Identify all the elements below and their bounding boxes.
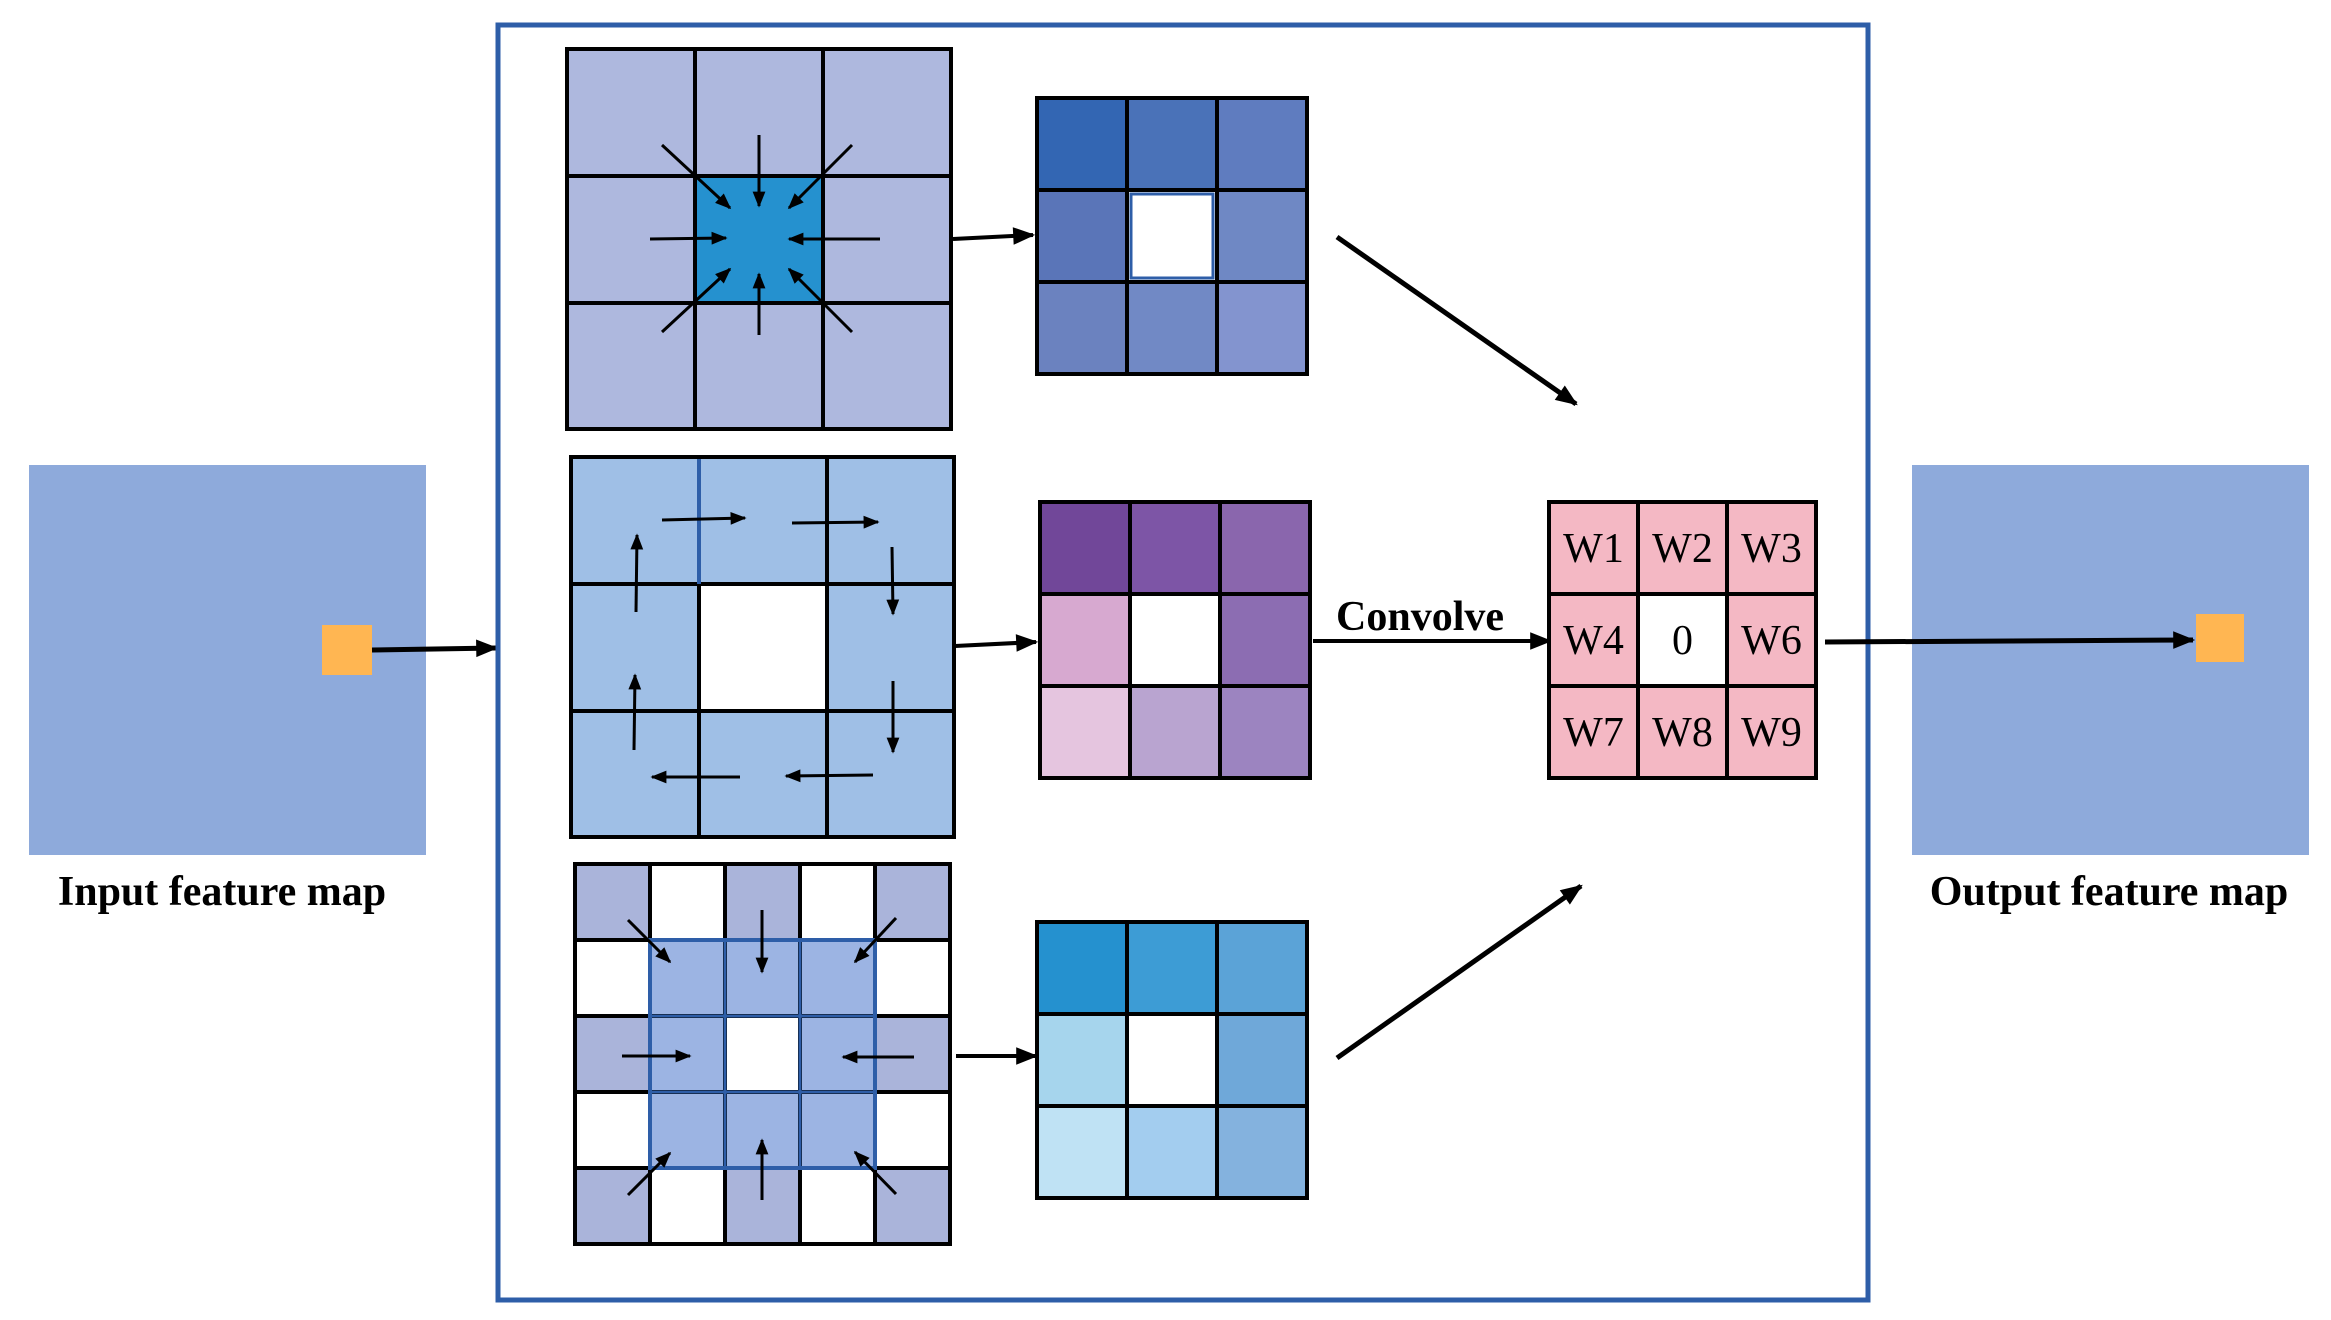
grid3-cell bbox=[798, 1090, 877, 1170]
out3-cell bbox=[1035, 1012, 1129, 1108]
output-selected-pixel bbox=[2196, 614, 2244, 662]
sampled-values-2 bbox=[1038, 500, 1312, 780]
out2-cell bbox=[1038, 592, 1132, 688]
out3-cell bbox=[1035, 1104, 1129, 1200]
sampled-values-3 bbox=[1035, 920, 1309, 1200]
grid3-cell bbox=[573, 938, 652, 1018]
grid2-to-output2-arrow bbox=[954, 634, 1039, 652]
grid3-cell bbox=[798, 1166, 877, 1246]
out2-cell bbox=[1218, 592, 1312, 688]
kernel-weight-label: W3 bbox=[1741, 526, 1802, 572]
out1-cell bbox=[1125, 280, 1219, 376]
kernel-weight-label: W1 bbox=[1563, 526, 1624, 572]
out3-cell bbox=[1125, 920, 1219, 1016]
output-feature-map-label: Output feature map bbox=[1930, 869, 2289, 915]
kernel-weight-label: W6 bbox=[1741, 618, 1802, 664]
bottom-to-kernel-arrow bbox=[1335, 883, 1583, 1061]
out1-center-outline bbox=[1129, 192, 1215, 280]
grid3-cell bbox=[873, 938, 952, 1018]
kernel-cell bbox=[1636, 592, 1729, 688]
out3-cell bbox=[1215, 1012, 1309, 1108]
grid3-cell bbox=[573, 862, 652, 942]
sampling-frame bbox=[495, 22, 1871, 1303]
grid2-center-hole bbox=[699, 584, 827, 711]
convolve-label: Convolve bbox=[1336, 594, 1504, 640]
grid3-cell bbox=[573, 1090, 652, 1170]
out2-cell bbox=[1128, 592, 1222, 688]
out3-cell bbox=[1125, 1104, 1219, 1200]
out1-cell bbox=[1035, 280, 1129, 376]
out2-cell bbox=[1128, 500, 1222, 596]
out1-cell bbox=[1035, 188, 1129, 284]
out1-cell bbox=[1215, 188, 1309, 284]
top-to-kernel-arrow bbox=[1335, 234, 1578, 407]
out2-cell bbox=[1128, 684, 1222, 780]
sampling-grid-3 bbox=[573, 862, 952, 1246]
kernel-cell bbox=[1636, 500, 1729, 596]
kernel-weight-label: W7 bbox=[1563, 710, 1624, 756]
out3-cell bbox=[1215, 920, 1309, 1016]
grid3-cell bbox=[648, 1014, 727, 1094]
kernel-weight-label: W2 bbox=[1652, 526, 1713, 572]
grid3-cell bbox=[873, 1090, 952, 1170]
input-to-frame-arrow bbox=[371, 639, 499, 658]
out2-cell bbox=[1038, 684, 1132, 780]
out1-cell bbox=[1035, 96, 1129, 192]
sampling-grid-1 bbox=[565, 47, 953, 431]
grid3-cell bbox=[648, 1090, 727, 1170]
out1-cell bbox=[1125, 96, 1219, 192]
input-selected-pixel bbox=[322, 625, 372, 675]
grid3-cell bbox=[723, 1014, 802, 1094]
out3-cell bbox=[1125, 1012, 1219, 1108]
out2-cell bbox=[1218, 500, 1312, 596]
out3-cell bbox=[1215, 1104, 1309, 1200]
grid1-inward-arrows bbox=[649, 135, 880, 335]
out1-cell bbox=[1215, 280, 1309, 376]
kernel-cell bbox=[1547, 684, 1640, 780]
grid3-inward-arrows bbox=[622, 910, 914, 1200]
out2-cell bbox=[1038, 500, 1132, 596]
grid3-cell bbox=[648, 862, 727, 942]
kernel-cell bbox=[1636, 684, 1729, 780]
kernel-to-output-arrow bbox=[1824, 631, 2196, 649]
grid3-cell bbox=[798, 862, 877, 942]
grid3-cell bbox=[873, 1166, 952, 1246]
grid3-cell bbox=[873, 1014, 952, 1094]
out1-cell bbox=[1125, 188, 1219, 284]
kernel-weight-label: W9 bbox=[1741, 710, 1802, 756]
kernel-cell bbox=[1725, 684, 1818, 780]
sampling-grid-2 bbox=[569, 455, 956, 839]
input-feature-map-label: Input feature map bbox=[58, 869, 386, 915]
grid1-to-output1-arrow bbox=[952, 227, 1036, 245]
grid3-cell bbox=[798, 1014, 877, 1094]
output-feature-map: Output feature map bbox=[1912, 465, 2309, 915]
sampled-values-1 bbox=[1035, 96, 1309, 376]
out2-cell bbox=[1218, 684, 1312, 780]
kernel-cell bbox=[1547, 592, 1640, 688]
out1-cell bbox=[1215, 96, 1309, 192]
kernel-weight-label: 0 bbox=[1672, 618, 1693, 664]
output-map-square bbox=[1912, 465, 2309, 855]
input-feature-map: Input feature map bbox=[29, 465, 426, 915]
kernel-weight-label: W8 bbox=[1652, 710, 1713, 756]
out3-cell bbox=[1035, 920, 1129, 1016]
grid3-cell bbox=[648, 1166, 727, 1246]
grid3-cell bbox=[573, 1014, 652, 1094]
grid2-rotation-arrows bbox=[628, 511, 900, 784]
grid3-cell bbox=[573, 1166, 652, 1246]
kernel-cell bbox=[1725, 500, 1818, 596]
kernel-weight-label: W4 bbox=[1563, 618, 1624, 664]
